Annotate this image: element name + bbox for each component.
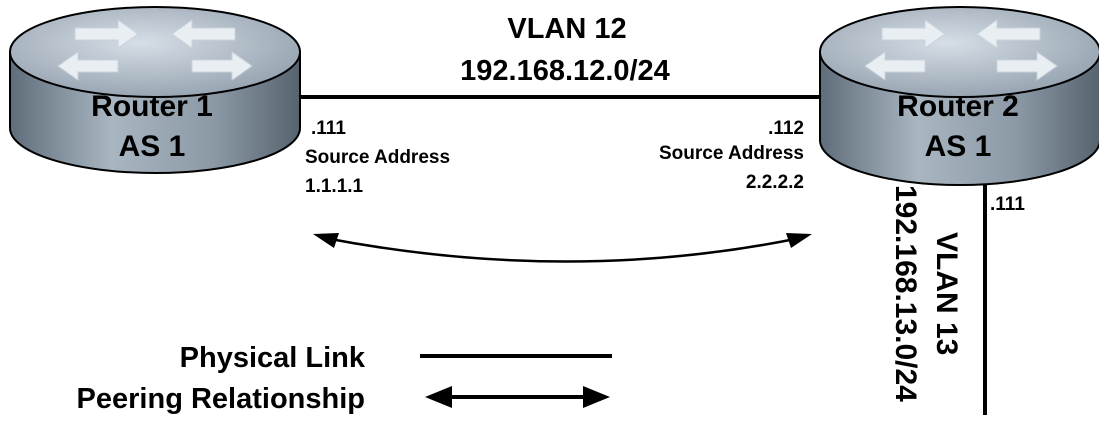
router-arrows-icon: [57, 19, 253, 81]
peering-arc: [324, 236, 801, 263]
legend-peering-arrow: [425, 386, 610, 408]
vlan12-subnet: 192.168.12.0/24: [460, 55, 670, 87]
router2-source-label: Source Address: [659, 143, 804, 164]
router1-interface-ip: .111: [311, 118, 346, 139]
router-1: [9, 6, 301, 174]
router1-as: AS 1: [119, 130, 186, 163]
router-2: [819, 6, 1099, 186]
router2-as: AS 1: [925, 130, 992, 163]
legend-peering-label: Peering Relationship: [77, 383, 365, 415]
vlan12-name: VLAN 12: [507, 13, 626, 45]
router-arrows-icon: [864, 19, 1058, 81]
vlan13-name: VLAN 13: [930, 232, 963, 355]
router2-interface-ip: .112: [768, 118, 804, 139]
router2-source-ip: 2.2.2.2: [746, 172, 804, 193]
peering-arrowhead-left: [313, 233, 339, 248]
router2-vlan13-interface-ip: .111: [990, 194, 1025, 215]
router2-name: Router 2: [897, 90, 1019, 123]
router1-name: Router 1: [91, 90, 213, 123]
vlan13-subnet: 192.168.13.0/24: [889, 185, 922, 402]
router1-source-label: Source Address: [305, 147, 450, 168]
router1-source-ip: 1.1.1.1: [305, 176, 364, 197]
peering-arrowhead-right: [786, 233, 812, 248]
legend-physical-label: Physical Link: [180, 342, 366, 374]
